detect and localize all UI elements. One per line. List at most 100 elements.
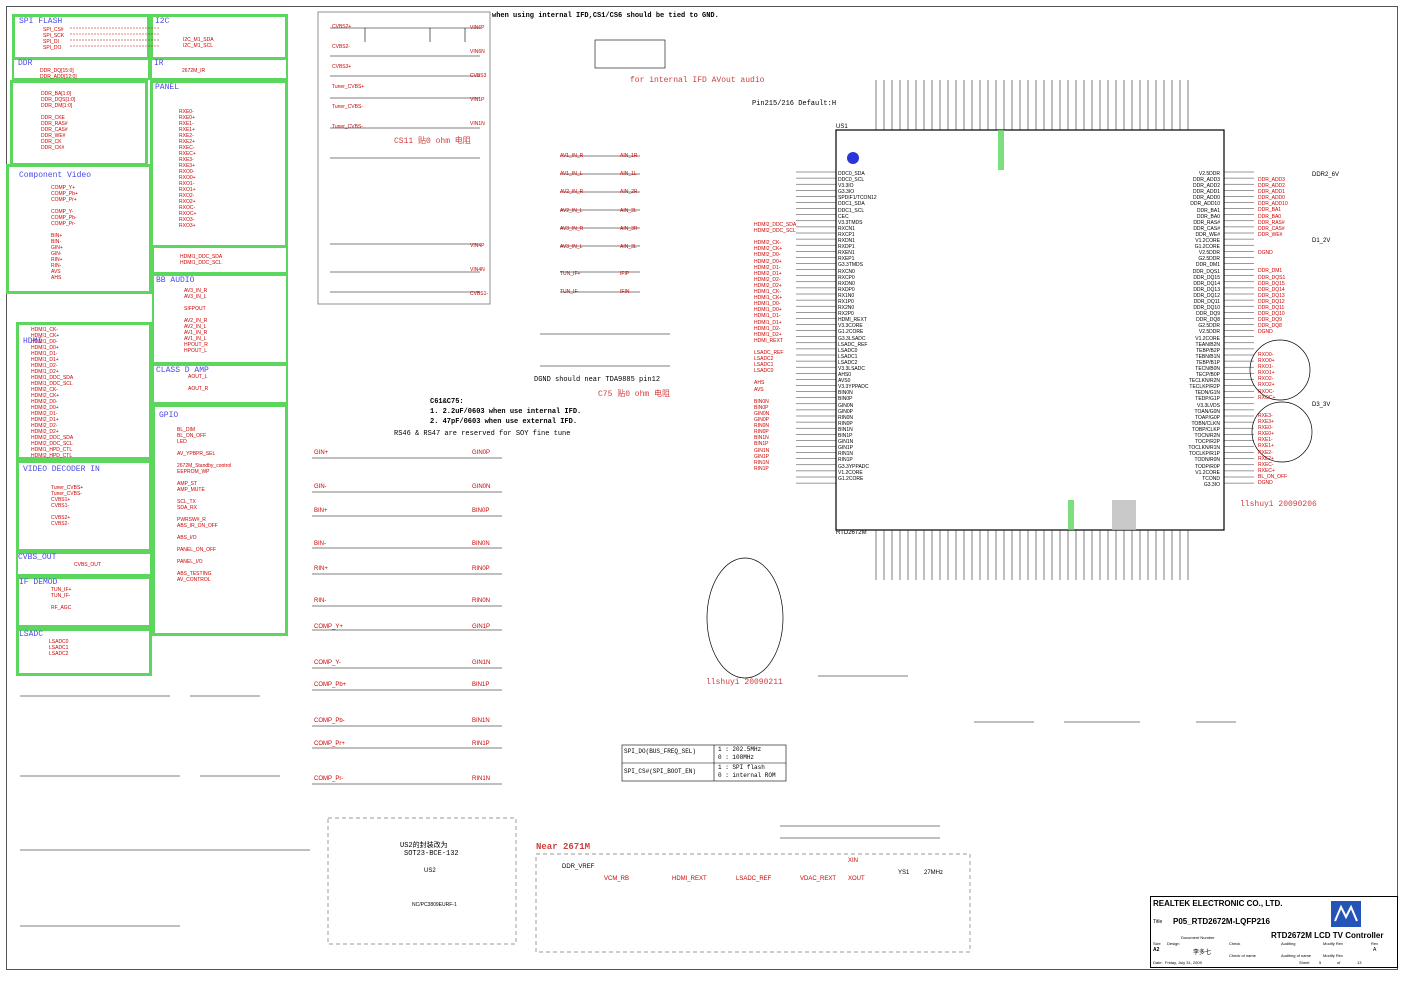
rs46-note: RS46 & RS47 are reserved for SOY fine tu… xyxy=(394,430,571,438)
us2-label: US2 xyxy=(424,868,436,874)
title-block: REALTEK ELECTRONIC CO., LTD. Title P05_R… xyxy=(1150,896,1398,968)
date: Friday, July 31, 2009 xyxy=(1165,960,1202,965)
rev-label: Rev xyxy=(1371,941,1379,946)
company-name: REALTEK ELECTRONIC CO., LTD. xyxy=(1153,899,1283,908)
group-signals: AOUT_L AOUT_R xyxy=(188,374,209,392)
hdmi-rext: HDMI_REXT xyxy=(672,876,707,882)
of: 13 xyxy=(1357,960,1362,965)
dgnd-note: DGND should near TDA9885 pin12 xyxy=(534,376,661,384)
group-title: I2C xyxy=(155,17,170,26)
rtd2672m-chip xyxy=(835,129,1225,531)
sheet: 5 xyxy=(1319,960,1322,965)
cvbs-right2: VIN4P VIN4N CVBS1- xyxy=(470,243,489,297)
check-name: Check of name xyxy=(1229,953,1256,958)
net-d33: D3_3V xyxy=(1312,402,1331,408)
c61-title: C61&C75: xyxy=(430,398,464,406)
spi-do: SPI_DO(BUS_FREQ_SEL) xyxy=(624,748,697,755)
input-out-6: GIN1P xyxy=(472,624,491,630)
size-label: Size xyxy=(1153,941,1161,946)
group-title: HDMI xyxy=(23,337,43,346)
group-signals: CVBS_OUT xyxy=(74,562,101,568)
annotation-ellipse xyxy=(706,557,784,679)
input-net-10: COMP_Pr+ xyxy=(314,741,345,747)
us2-region xyxy=(327,817,517,945)
input-net-5: RIN- xyxy=(314,598,327,604)
title-label: Title xyxy=(1153,919,1163,925)
group-title: VIDEO DECODER IN xyxy=(23,465,100,474)
net-lvds: RXO0- RXO0+ RXO1- RXO1+ RXO2- RXO2+ RXOC… xyxy=(1258,352,1288,486)
group-title: CLASS D AMP xyxy=(156,366,209,375)
group-signals: DDR_BA[1:0] DDR_DQS[1:0] DDR_DM[1:0] DDR… xyxy=(41,91,76,151)
input-out-8: BIN1P xyxy=(472,682,490,688)
cvbs-region xyxy=(317,11,491,305)
auditing-label: Auditing xyxy=(1281,941,1296,946)
of-label: of xyxy=(1337,960,1341,965)
input-net-0: GIN+ xyxy=(314,450,329,456)
group-ir: IR 2672M_IR xyxy=(150,58,288,80)
group-title: SPI FLASH xyxy=(19,17,63,26)
group-video-decoder: VIDEO DECODER IN Tuner_CVBS+ Tuner_CVBS-… xyxy=(16,460,152,552)
net-adc: LSADC_REF LSADC2 LSADC1 LSADC0 AHS AVS B… xyxy=(754,350,784,472)
input-out-0: GIN0P xyxy=(472,450,491,456)
spi-do-v1: 1 : 202.5MHz xyxy=(718,746,762,753)
group-signals: BL_DIM BL_ON_OFF LED AV_YPBPR_SEL 2672M_… xyxy=(177,427,232,583)
group-title: LSADC xyxy=(19,630,44,639)
top-note: when using internal IFD,CS1/CS6 should b… xyxy=(492,12,719,20)
group-signals: TUN_IF+ TUN_IF- RF_AGC xyxy=(51,587,72,611)
title: P05_RTD2672M-LQFP216 xyxy=(1173,917,1270,926)
input-net-9: COMP_Pb- xyxy=(314,718,345,724)
input-out-5: RIN0N xyxy=(472,598,491,604)
ys1-freq: 27MHz xyxy=(924,870,944,876)
group-signals: COMP_Y+ COMP_Pb+ COMP_Pr+ COMP_Y- COMP_P… xyxy=(51,185,78,281)
cvbs-right: VIN6P VIN6N CVBS3 VIN1P VIN1N xyxy=(470,25,487,127)
date-label: Date: xyxy=(1153,960,1163,965)
rev: A xyxy=(1373,947,1377,953)
group-signals: 2672M_IR xyxy=(182,68,206,74)
chip-left-pins: DDC0_SDA DDC0_SCL V3.3IO G3.3IO SPDIF1/T… xyxy=(838,171,877,482)
pin-default-note: Pin215/216 Default:H xyxy=(752,100,837,108)
group-signals: SPI_CS# SPI_SCK SPI_DI SPI_DO xyxy=(43,27,65,51)
input-out-3: BIN0N xyxy=(472,541,490,547)
doc-label: Document Number xyxy=(1181,935,1215,940)
modify-name: Modify Rev xyxy=(1323,953,1344,958)
group-hdmi: HDMI HDMI1_CK- HDMI1_CK+ HDMI1_D0- HDMI1… xyxy=(16,322,152,460)
near-2671m-region xyxy=(535,853,971,953)
lsadc-ref: LSADC_REF xyxy=(736,876,772,882)
group-signals: I2C_M1_SDA I2C_M1_SCL xyxy=(183,37,214,49)
input-net-4: RIN+ xyxy=(314,566,328,572)
group-title: BB AUDIO xyxy=(156,276,195,285)
input-out-7: GIN1N xyxy=(472,660,491,666)
ddr-vref: DDR_VREF xyxy=(562,864,595,870)
c61-line1: 1. 2.2uF/0603 when use internal IFD. xyxy=(430,408,582,416)
spi-cs-v1: 1 : SPI flash xyxy=(718,764,765,771)
input-out-11: RIN1N xyxy=(472,776,491,782)
group-hdmi-ddc: HDMI1_DDC_SDA HDMI1_DDC_SCL xyxy=(152,246,288,274)
us2-part: NC/PC3809EURF-1 xyxy=(412,902,457,908)
vcm-rb: VCM_RB xyxy=(604,876,630,882)
input-net-3: BIN- xyxy=(314,541,326,547)
modify-label: Modify Rev xyxy=(1323,941,1344,946)
vdac-rext: VDAC_REXT xyxy=(800,876,837,882)
input-net-6: COMP_Y+ xyxy=(314,624,343,630)
cs11-note: CS11 贴0 ohm 电阻 xyxy=(394,137,471,146)
input-out-2: BIN0P xyxy=(472,508,490,514)
xin: XIN xyxy=(848,858,859,864)
input-net-2: BIN+ xyxy=(314,508,328,514)
realtek-logo xyxy=(1331,901,1361,927)
net-hdmi: HDMI2_DDC_SDA HDMI2_DDC_SCL HDMI2_CK- HD… xyxy=(754,222,797,344)
group-title: Component Video xyxy=(19,171,92,180)
group-class-d: CLASS D AMP AOUT_L AOUT_R xyxy=(152,364,288,404)
group-title: IR xyxy=(154,59,164,68)
size: A2 xyxy=(1153,947,1160,953)
input-net-7: COMP_Y- xyxy=(314,660,341,666)
group-gpio: GPIO BL_DIM BL_ON_OFF LED AV_YPBPR_SEL 2… xyxy=(152,404,288,636)
net-ddr: DDR_ADD3 DDR_ADD2 DDR_ADD1 DDR_ADD0 DDR_… xyxy=(1258,177,1288,336)
group-title: CVBS_OUT xyxy=(18,553,57,562)
sheet-label: Sheet xyxy=(1299,960,1310,965)
input-out-1: GIN0N xyxy=(472,484,491,490)
group-signals: HDMI1_DDC_SDA HDMI1_DDC_SCL xyxy=(180,254,223,266)
sheet-frame xyxy=(6,6,1398,970)
us2-note-1: US2的封装改为 xyxy=(400,842,448,850)
